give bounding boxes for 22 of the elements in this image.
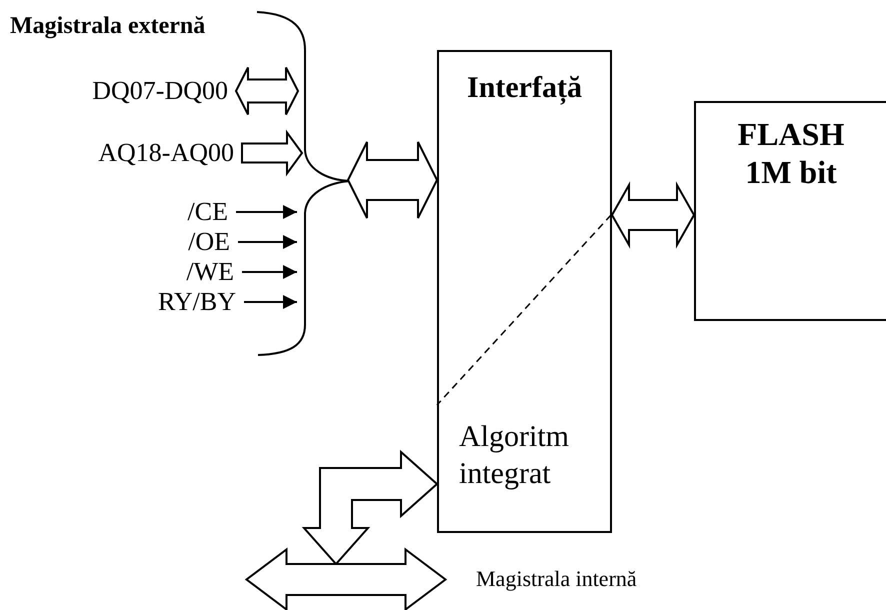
signal-name: /WE [186, 257, 234, 287]
signal-name: AQ18-AQ00 [98, 138, 234, 168]
signal-name: RY/BY [158, 287, 236, 317]
bus-arrow [346, 141, 438, 219]
signal-name: DQ07-DQ00 [92, 76, 228, 106]
bus-arrow [302, 450, 438, 566]
signal-name: /CE [188, 197, 228, 227]
signal-arrow [238, 235, 297, 249]
memory-block [694, 101, 886, 321]
block-title: FLASH 1M bit [736, 115, 846, 191]
signal-arrow [242, 265, 297, 279]
block-text: Algoritm integrat [459, 419, 570, 492]
bus-arrow [234, 66, 300, 116]
signal-arrow [244, 295, 297, 309]
bus-arrow [610, 181, 696, 249]
bus-title: Magistrala externă [10, 12, 206, 40]
signal-arrow [236, 205, 297, 219]
signal-name: /OE [188, 227, 230, 257]
interface-block [437, 50, 612, 533]
bus-label: Magistrala internă [476, 566, 637, 592]
block-title: Interfață [466, 70, 583, 106]
bus-arrow [241, 129, 304, 177]
